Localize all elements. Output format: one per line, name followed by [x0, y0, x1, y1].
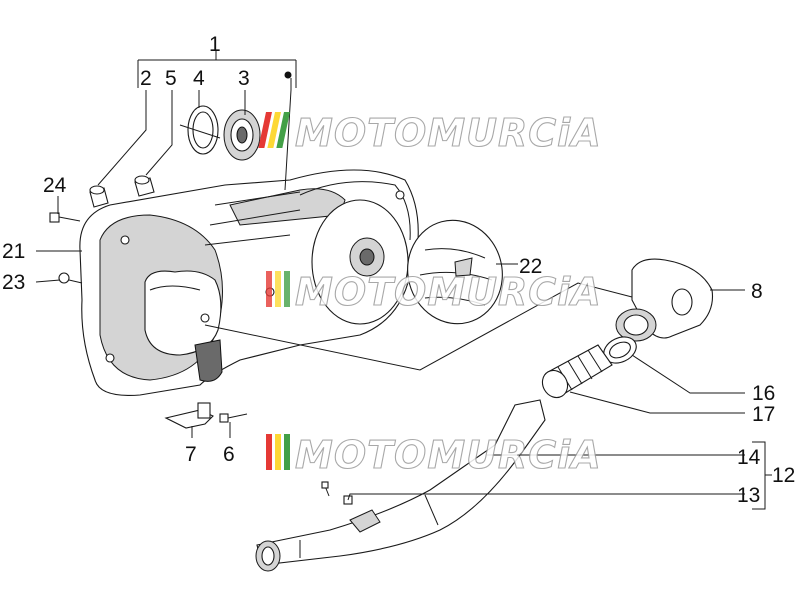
bolt-6: [219, 413, 248, 423]
callout-17: 17: [752, 403, 775, 426]
callout-3: 3: [238, 67, 250, 90]
watermark-text: MOTOMURCiA: [295, 111, 602, 155]
screw-23: [58, 272, 83, 284]
air-duct-8: [615, 258, 714, 342]
callout-7: 7: [185, 443, 197, 466]
callout-2: 2: [140, 67, 152, 90]
watermark-text: MOTOMURCiA: [295, 433, 602, 477]
screw-13: [321, 481, 353, 505]
bracket-7: [164, 402, 214, 429]
callout-23: 23: [2, 271, 25, 294]
bearing-3: [223, 109, 261, 161]
callout-8: 8: [751, 280, 763, 303]
inspection-cover-22: [407, 219, 503, 325]
watermark-middle: MOTOMURCiA: [266, 269, 602, 315]
callout-12: 12: [772, 464, 795, 487]
callout-24: 24: [43, 174, 67, 197]
callout-14: 14: [737, 446, 761, 469]
part-reference-dot: [284, 71, 292, 79]
callout-22: 22: [519, 255, 542, 278]
sleeve-17: [541, 344, 613, 399]
callout-16: 16: [752, 382, 775, 405]
dowel-pin-5: [134, 175, 155, 197]
watermark-bottom: MOTOMURCiA: [266, 432, 602, 478]
clamp-16: [603, 336, 637, 364]
callout-6: 6: [223, 443, 235, 466]
screw-24: [49, 212, 81, 223]
snap-ring-4: [187, 105, 219, 155]
callout-21: 21: [2, 240, 25, 263]
callout-5: 5: [165, 67, 177, 90]
intake-pipe-14: [255, 399, 546, 572]
watermark-text: MOTOMURCiA: [295, 270, 602, 314]
callout-1: 1: [209, 33, 221, 56]
callout-4: 4: [193, 67, 205, 90]
callout-13: 13: [737, 484, 760, 507]
watermark-top: MOTOMURCiA: [258, 110, 602, 156]
dowel-pin-2: [89, 185, 109, 208]
leader-lines: [35, 50, 772, 510]
crankcase-cover: [79, 169, 419, 396]
